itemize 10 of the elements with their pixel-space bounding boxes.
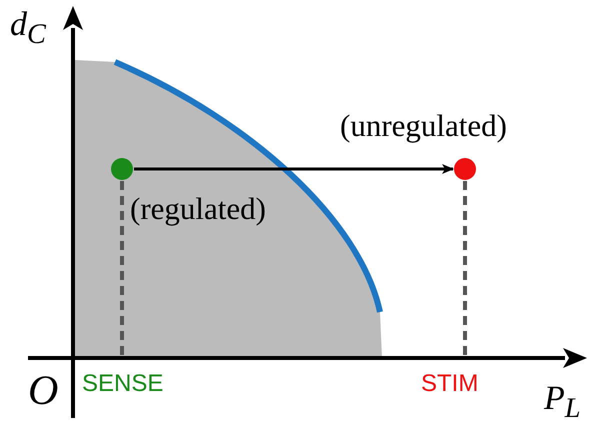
point-caption: (unregulated) [340,110,507,141]
axis-label: d$_{C}$ [10,8,46,50]
arrow [134,164,454,174]
origin-label: O [28,370,58,412]
point-marker [454,158,476,180]
point-caption: (regulated) [130,193,266,224]
tick-label: SENSE [82,372,164,396]
axis-label: P$_{L}$ [544,382,581,423]
tick-label: STIM [421,372,478,396]
point-marker [111,158,133,180]
